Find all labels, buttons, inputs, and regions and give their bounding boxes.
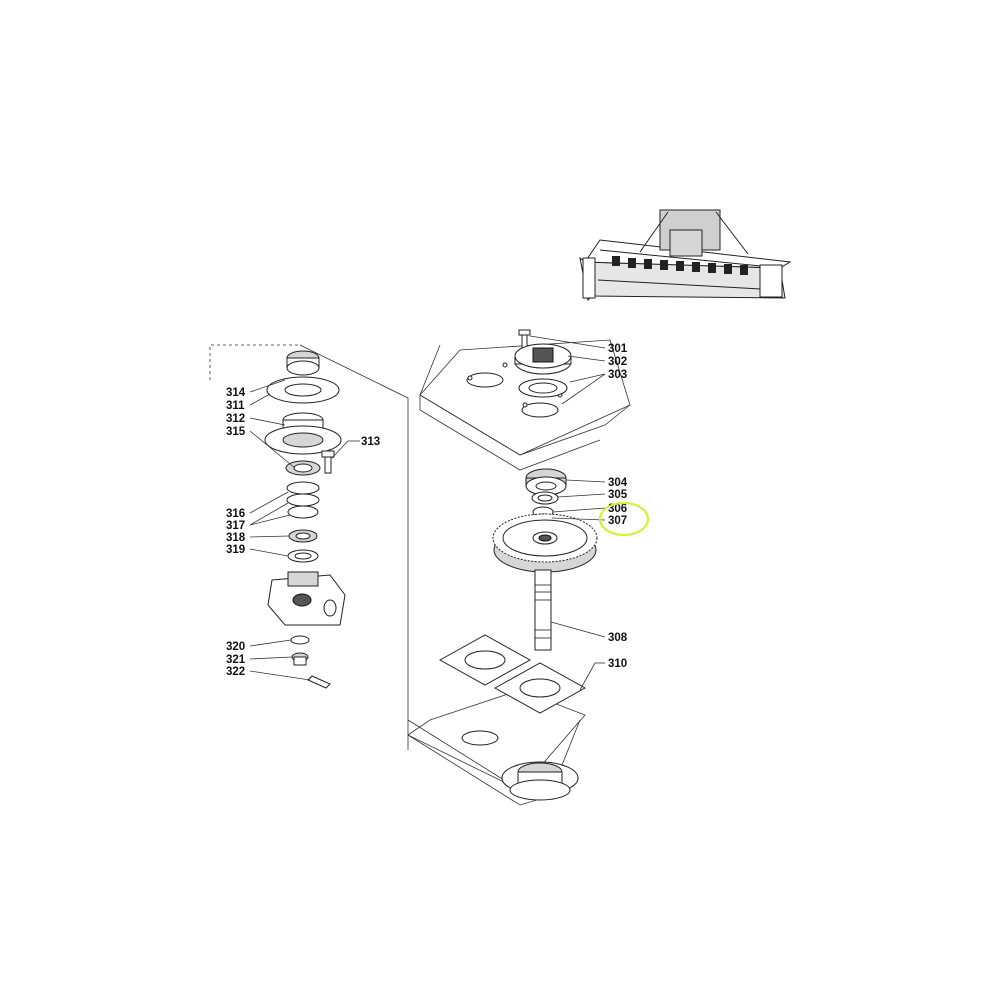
callout-316: 316 — [226, 508, 245, 520]
left-bearing-stack — [264, 350, 346, 689]
callout-306: 306 — [608, 503, 627, 515]
machine-overview-thumbnail — [579, 209, 792, 302]
left-housing-outline — [209, 344, 409, 750]
callout-311: 311 — [226, 400, 245, 412]
right-callouts: 301 302 303 304 305 306 307 308 310 — [608, 343, 628, 670]
right-leader-lines — [529, 335, 606, 691]
callout-318: 318 — [226, 532, 246, 544]
callout-310: 310 — [608, 658, 627, 670]
left-callouts: 314 311 312 315 313 316 317 318 319 320 … — [226, 387, 380, 678]
callout-307: 307 — [608, 515, 627, 527]
callout-312: 312 — [226, 413, 245, 425]
callout-322: 322 — [226, 666, 245, 678]
callout-320: 320 — [226, 641, 245, 653]
callout-301: 301 — [608, 343, 628, 355]
callout-308: 308 — [608, 632, 628, 644]
callout-305: 305 — [608, 489, 628, 501]
right-gear-stack — [438, 329, 598, 714]
callout-302: 302 — [608, 356, 627, 368]
callout-304: 304 — [608, 477, 628, 489]
callout-313: 313 — [361, 436, 380, 448]
callout-303: 303 — [608, 369, 627, 381]
callout-315: 315 — [226, 426, 246, 438]
callout-319: 319 — [226, 544, 245, 556]
left-leader-lines — [249, 379, 360, 681]
callout-321: 321 — [226, 654, 246, 666]
highlight-circle — [598, 501, 650, 537]
callout-317: 317 — [226, 520, 245, 532]
callout-314: 314 — [226, 387, 246, 399]
right-housing — [407, 339, 631, 806]
